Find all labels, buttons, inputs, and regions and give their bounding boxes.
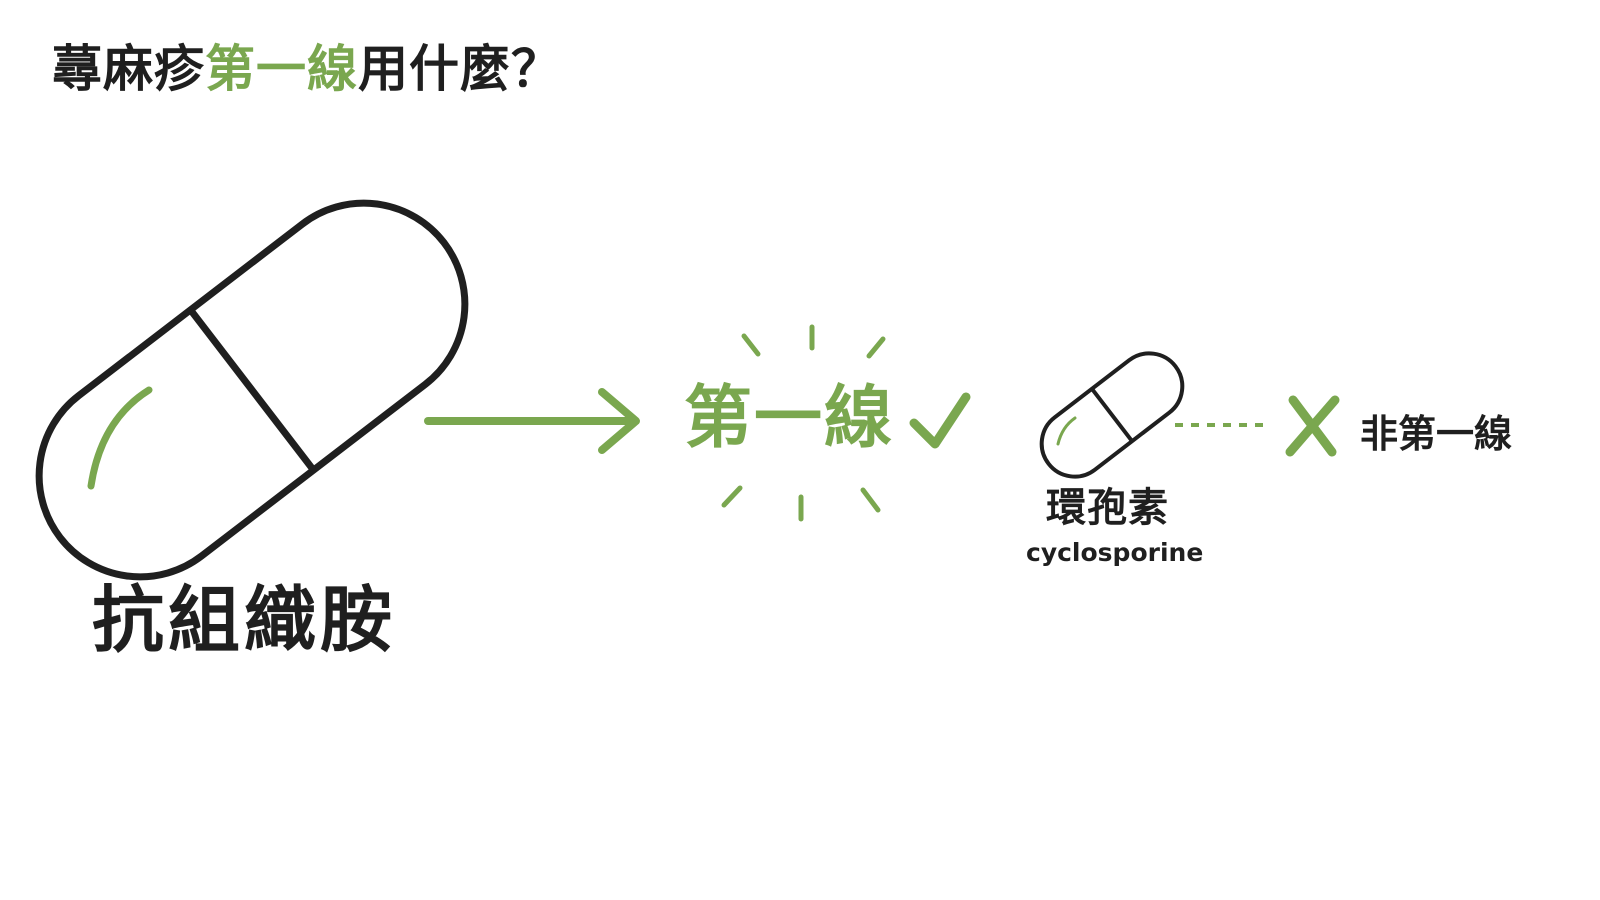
- first-line-label: 第一線: [684, 379, 895, 458]
- small-capsule-icon: [1039, 351, 1185, 479]
- cross-icon: [1285, 395, 1340, 457]
- arrow-icon: [424, 388, 640, 454]
- burst-rays-icon: [721, 324, 886, 522]
- title-suffix: 用什麼？: [358, 40, 562, 98]
- cyclosporine-label-zh: 環孢素: [1046, 485, 1169, 531]
- small-capsule-highlight: [1056, 416, 1077, 446]
- large-capsule-icon: [35, 199, 469, 581]
- title-prefix: 蕁麻疹: [52, 40, 205, 98]
- not-first-line-label: 非第一線: [1360, 412, 1513, 456]
- checkmark-icon: [909, 392, 971, 449]
- cyclosporine-label-en: cyclosporine: [1026, 538, 1204, 567]
- page-title: 蕁麻疹第一線用什麼？: [52, 44, 562, 94]
- large-capsule-highlight: [87, 386, 153, 490]
- title-highlight: 第一線: [205, 40, 358, 98]
- antihistamine-label: 抗組織胺: [92, 578, 397, 662]
